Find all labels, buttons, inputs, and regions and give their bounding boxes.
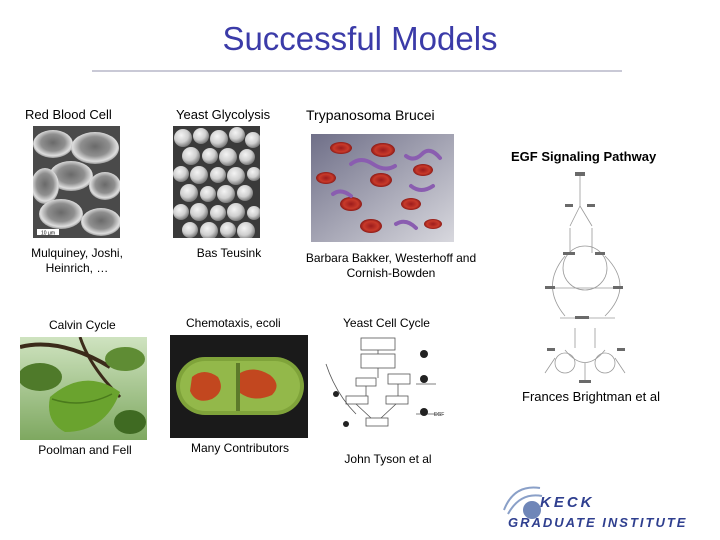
trypanosoma-credit: Barbara Bakker, Westerhoff and Cornish-B… [298,251,484,281]
trypanosoma-heading: Trypanosoma Brucei [306,107,435,123]
trypanosoma-credit-line1: Barbara Bakker, Westerhoff and [305,251,477,265]
cell-cycle-diagram: EGF [316,334,453,438]
rbc-credit: Mulquiney, Joshi, Heinrich, … [22,246,132,276]
scale-label: 10 µm [41,231,55,237]
ecoli-image [170,335,308,438]
calvin-heading: Calvin Cycle [49,318,116,332]
title-divider [92,70,622,72]
rbc-heading: Red Blood Cell [25,107,112,122]
kgi-logo: KECK GRADUATE INSTITUTE [498,480,708,536]
yeast-credit: Bas Teusink [196,246,262,260]
egf-pathway-diagram [535,168,640,390]
yeast-cells-image [173,126,260,238]
cellcycle-credit: John Tyson et al [344,452,432,466]
slide-title: Successful Models [222,20,498,57]
egf-credit: Frances Brightman et al [522,389,661,404]
rbc-credit-line2: Heinrich, … [45,261,109,275]
chemotaxis-credit: Many Contributors [190,441,290,455]
cellcycle-heading: Yeast Cell Cycle [343,316,430,330]
yeast-heading: Yeast Glycolysis [176,107,271,122]
calvin-credit: Poolman and Fell [38,443,132,457]
egf-node-label: EGF [434,412,444,418]
leaf-image [20,337,147,440]
trypanosoma-credit-line2: Cornish-Bowden [346,266,436,280]
trypanosoma-image [311,134,454,242]
chemotaxis-heading: Chemotaxis, ecoli [186,316,281,330]
red-blood-cell-image: 10 µm [33,126,120,238]
logo-line2: GRADUATE INSTITUTE [508,515,688,530]
rbc-credit-line1: Mulquiney, Joshi, [31,246,123,260]
logo-line1: KECK [540,494,595,511]
egf-heading: EGF Signaling Pathway [511,149,657,164]
